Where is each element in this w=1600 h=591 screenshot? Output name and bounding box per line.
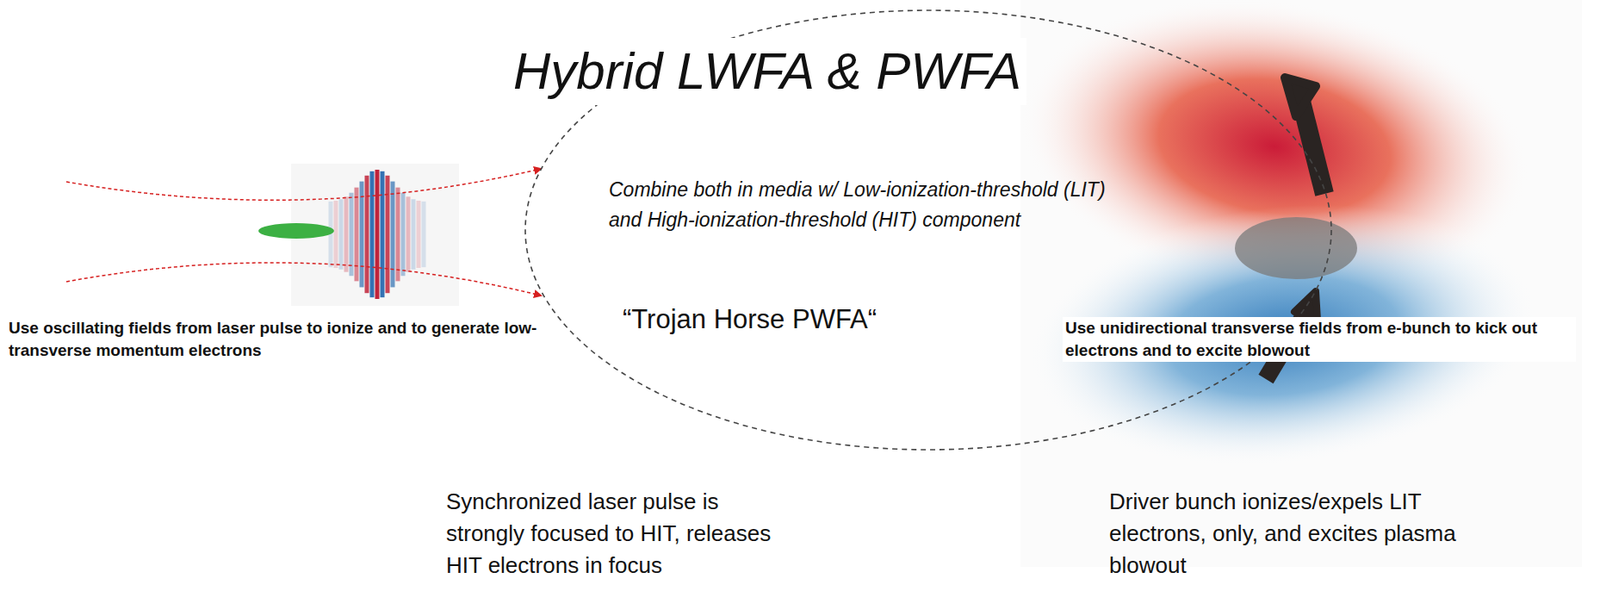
fringe [401,192,406,276]
fringe [411,198,416,269]
title: Hybrid LWFA & PWFA [508,37,1027,106]
concept-name: “Trojan Horse PWFA“ [622,303,877,336]
laser-caption: Use oscillating fields from laser pulse … [8,316,569,362]
fringe [385,175,391,293]
laser-focus-lines [66,168,541,296]
bunch-caption: Use unidirectional transverse fields fro… [1062,316,1576,362]
fringe [421,201,427,267]
fringe [380,171,385,298]
fringe [406,196,411,272]
fringe [349,192,354,276]
fringe [354,187,360,282]
fringe [396,187,401,282]
laser-note: Synchronized laser pulse is strongly foc… [446,485,791,582]
fringe [365,175,370,293]
fringe [375,169,380,299]
fringe [370,171,375,298]
note: Combine both in media w/ Low-ionization-… [608,174,1109,236]
fringe [339,198,344,269]
wakefield-map [998,0,1582,567]
driver-note: Driver bunch ionizes/expels LIT electron… [1109,485,1480,582]
fringe [390,181,396,288]
driver-bunch [1234,217,1358,280]
fringe [416,200,422,268]
fringe [334,200,339,268]
fringe [344,196,349,272]
laser-pulse [258,163,459,306]
